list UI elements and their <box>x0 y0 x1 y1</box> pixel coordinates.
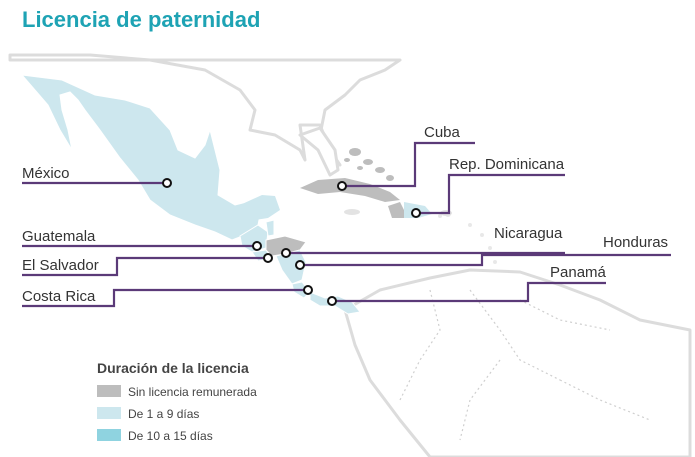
marker-guatemala <box>252 241 262 251</box>
legend-label-no-leave: Sin licencia remunerada <box>128 385 257 399</box>
legend: Duración de la licencia Sin licencia rem… <box>97 360 257 443</box>
marker-cuba <box>337 181 347 191</box>
label-honduras: Honduras <box>603 234 668 251</box>
legend-swatch-no-leave <box>97 385 121 397</box>
legend-title: Duración de la licencia <box>97 360 249 376</box>
nicaragua-shape <box>275 249 307 285</box>
marker-costa-rica <box>303 285 313 295</box>
florida-coast <box>298 126 340 177</box>
belize-shape <box>265 219 275 237</box>
marker-mexico <box>162 178 172 188</box>
usa-coast <box>8 53 402 167</box>
leader-cuba <box>342 141 475 188</box>
label-dominican: Rep. Dominicana <box>449 156 565 173</box>
legend-swatch-10-15 <box>97 429 121 441</box>
marker-honduras <box>295 260 305 270</box>
mexico-shape <box>20 74 263 241</box>
south-america-coast <box>343 268 692 457</box>
cuba-shape <box>300 178 400 202</box>
label-panama: Panamá <box>550 264 607 281</box>
legend-label-1-9: De 1 a 9 días <box>128 407 199 421</box>
marker-nicaragua <box>281 248 291 258</box>
haiti-shape <box>388 202 404 218</box>
leader-el-salvador <box>22 256 268 277</box>
legend-swatch-1-9 <box>97 407 121 419</box>
map-title: Licencia de paternidad <box>22 7 261 32</box>
leader-honduras <box>300 253 671 267</box>
leader-panama <box>332 281 606 303</box>
marker-dominican <box>411 208 421 218</box>
bahamas-islands <box>344 148 394 181</box>
label-costa-rica: Costa Rica <box>22 288 96 305</box>
leader-costa-rica <box>22 288 308 308</box>
marker-el-salvador <box>263 253 273 263</box>
leader-dominican <box>416 173 565 215</box>
jamaica-shape <box>344 209 360 215</box>
label-el-salvador: El Salvador <box>22 257 99 274</box>
marker-panama <box>327 296 337 306</box>
yucatan-shape <box>240 195 280 220</box>
label-nicaragua: Nicaragua <box>494 225 563 242</box>
label-mexico: México <box>22 165 70 182</box>
legend-label-10-15: De 10 a 15 días <box>128 429 213 443</box>
label-guatemala: Guatemala <box>22 228 96 245</box>
label-cuba: Cuba <box>424 124 461 141</box>
